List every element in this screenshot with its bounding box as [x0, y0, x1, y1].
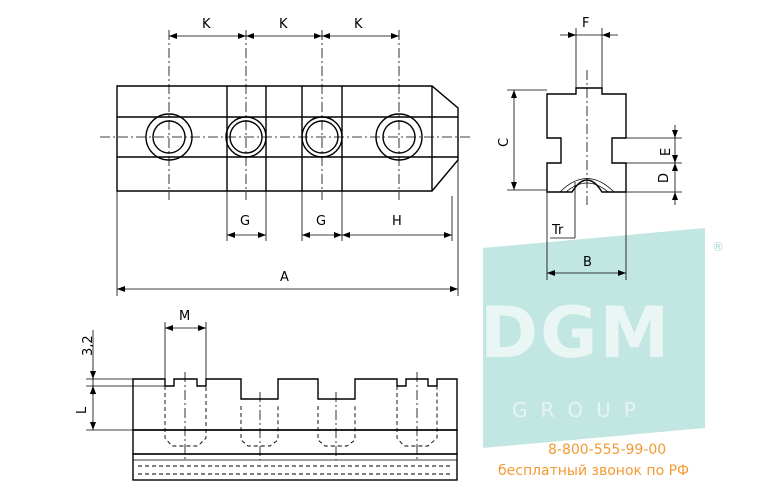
logo-watermark	[483, 228, 705, 448]
label-m: M	[179, 309, 190, 324]
label-h: H	[392, 214, 402, 229]
toll-free-note: бесплатный звонок по РФ	[498, 463, 690, 479]
side-profile: F C E D Tr B	[497, 16, 682, 280]
registered-mark: ®	[712, 240, 724, 254]
label-k3: K	[354, 17, 363, 32]
label-e: E	[659, 148, 674, 156]
label-a: A	[280, 270, 289, 285]
label-d: D	[657, 173, 672, 183]
label-k2: K	[279, 17, 288, 32]
front-view: M 3,2 L	[75, 309, 458, 481]
label-g1: G	[240, 214, 250, 229]
label-tr: Tr	[551, 223, 564, 238]
label-l: L	[75, 406, 90, 414]
dimension-g-h: G G H	[226, 191, 453, 241]
dimension-a: A	[116, 160, 459, 296]
label-c: C	[497, 138, 512, 147]
logo-text: DGM	[480, 292, 672, 374]
label-f: F	[582, 16, 589, 31]
phone-number: 8-800-555-99-00	[548, 442, 667, 458]
dimension-k: K K K	[169, 17, 399, 39]
label-g2: G	[316, 214, 326, 229]
label-3-2: 3,2	[81, 335, 96, 356]
logo-subtext: GROUP	[512, 398, 649, 422]
label-k1: K	[202, 17, 211, 32]
label-b: B	[583, 255, 592, 270]
top-view	[100, 30, 470, 200]
